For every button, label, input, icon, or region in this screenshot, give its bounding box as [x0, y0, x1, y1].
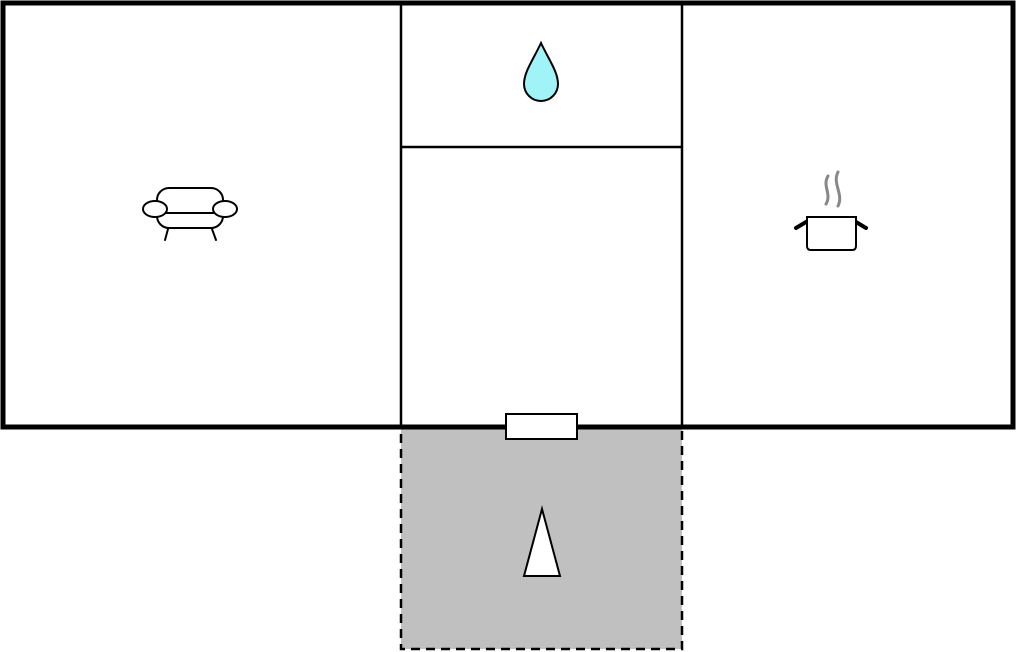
door-icon[interactable] — [505, 413, 578, 440]
position-marker-icon — [522, 505, 562, 577]
sofa-icon — [142, 187, 238, 241]
steam-line — [834, 170, 842, 208]
cooking-pot-icon — [794, 170, 868, 251]
room-hallway — [401, 147, 682, 427]
water-drop-icon — [522, 40, 560, 102]
room-kitchen — [682, 3, 1013, 427]
steam-line — [824, 174, 830, 206]
